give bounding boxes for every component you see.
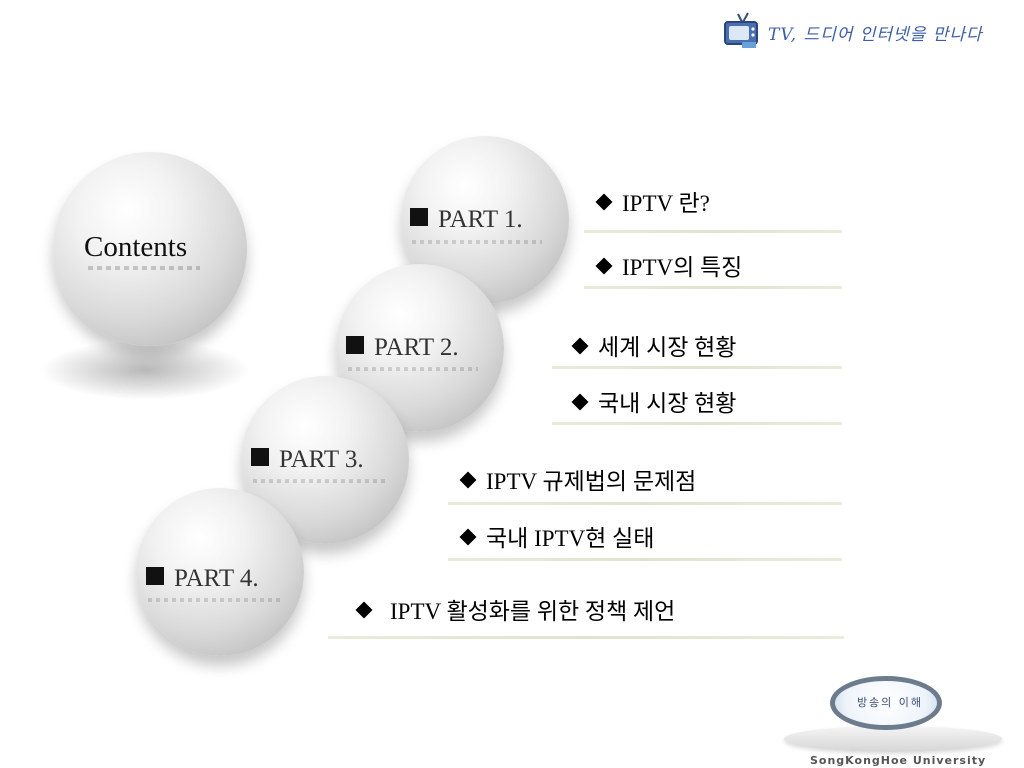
logo-base bbox=[784, 726, 1002, 752]
part4-label[interactable]: PART 4. bbox=[146, 565, 259, 593]
diamond-bullet-icon bbox=[459, 471, 477, 489]
contents-sphere bbox=[53, 152, 247, 346]
tv-icon bbox=[724, 12, 758, 48]
part1-label-reflection bbox=[412, 240, 542, 244]
logo-seal-text: 방송의 이해 bbox=[856, 696, 924, 709]
part3-label-reflection bbox=[253, 479, 389, 483]
header-logo: TV, 드디어 인터넷을 만나다 bbox=[720, 8, 1020, 52]
part1-item-1[interactable]: IPTV 란? bbox=[595, 184, 710, 218]
divider bbox=[584, 230, 842, 233]
part1-item-2[interactable]: IPTV의 특징 bbox=[595, 248, 742, 282]
divider bbox=[584, 286, 842, 289]
part3-item-1[interactable]: IPTV 규제법의 문제점 bbox=[459, 462, 696, 496]
university-name: SongKongHoe University bbox=[810, 754, 987, 767]
university-logo: 방송의 이해 SongKongHoe University bbox=[770, 668, 1018, 768]
part4-sphere[interactable] bbox=[136, 488, 304, 656]
diamond-bullet-icon bbox=[459, 528, 477, 546]
part2-label-reflection bbox=[348, 367, 478, 371]
part3-label[interactable]: PART 3. bbox=[251, 446, 364, 474]
divider bbox=[448, 502, 842, 505]
part2-item-1[interactable]: 세계 시장 현황 bbox=[571, 328, 736, 362]
header-tagline: TV, 드디어 인터넷을 만나다 bbox=[768, 25, 983, 45]
part4-label-reflection bbox=[148, 598, 284, 602]
part3-item-2[interactable]: 국내 IPTV현 실태 bbox=[459, 519, 654, 553]
divider bbox=[448, 558, 842, 561]
square-bullet-icon bbox=[410, 208, 428, 226]
diamond-bullet-icon bbox=[571, 337, 589, 355]
square-bullet-icon bbox=[346, 336, 364, 354]
part2-label[interactable]: PART 2. bbox=[346, 334, 459, 362]
contents-title: Contents bbox=[84, 231, 188, 263]
diamond-bullet-icon bbox=[595, 193, 613, 211]
square-bullet-icon bbox=[251, 448, 269, 466]
part4-item-1[interactable]: IPTV 활성화를 위한 정책 제언 bbox=[355, 592, 675, 626]
divider bbox=[552, 422, 842, 425]
part1-label[interactable]: PART 1. bbox=[410, 206, 523, 234]
divider bbox=[552, 366, 842, 369]
diamond-bullet-icon bbox=[595, 257, 613, 275]
logo-ring bbox=[830, 676, 942, 730]
part2-item-2[interactable]: 국내 시장 현황 bbox=[571, 384, 736, 418]
divider bbox=[328, 636, 844, 639]
contents-sphere-shadow bbox=[40, 340, 250, 400]
diamond-bullet-icon bbox=[571, 393, 589, 411]
diamond-bullet-icon bbox=[355, 601, 373, 619]
contents-title-reflection bbox=[88, 266, 200, 270]
square-bullet-icon bbox=[146, 567, 164, 585]
